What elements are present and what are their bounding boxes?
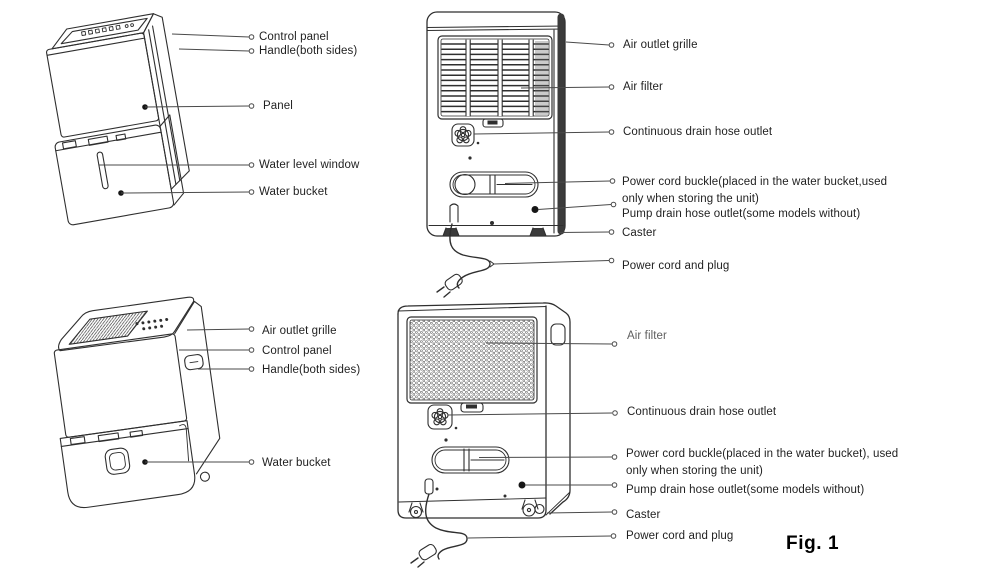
control-panel-strip — [60, 17, 148, 45]
figure-caption: Fig. 1 — [786, 533, 840, 554]
label-power-cord-buckle: Power cord buckle(placed in the water bu… — [622, 176, 888, 205]
side-face — [174, 300, 221, 475]
unit-front-bottom-drawing — [53, 296, 221, 509]
leader-lines — [99, 33, 618, 539]
power-cord-and-plug — [436, 223, 495, 298]
caster-right — [529, 227, 547, 237]
label-power-cord-buckle-2: Power cord buckle(placed in the water bu… — [626, 448, 899, 477]
label-water-bucket-2: Water bucket — [262, 457, 331, 469]
continuous-drain-hose-outlet — [451, 123, 475, 147]
label-water-bucket: Water bucket — [259, 186, 328, 198]
label-caster: Caster — [622, 227, 657, 239]
label-continuous-drain-hose-outlet-2: Continuous drain hose outlet — [627, 406, 777, 418]
water-bucket — [59, 420, 196, 509]
unit-back-bottom-drawing — [397, 302, 571, 568]
power-cord-buckle — [449, 171, 539, 198]
pump-drain-hose-outlet — [518, 481, 526, 489]
label-control-panel: Control panel — [259, 31, 329, 43]
label-continuous-drain-hose-outlet: Continuous drain hose outlet — [623, 126, 773, 138]
water-bucket — [54, 124, 175, 226]
label-air-filter-2: Air filter — [627, 330, 667, 342]
body-outline — [397, 302, 571, 515]
unit-back-top-drawing — [426, 11, 566, 298]
air-outlet-grille — [437, 35, 553, 120]
continuous-drain-hose-outlet — [427, 404, 453, 430]
bucket-handle-button — [104, 447, 131, 475]
caster-left — [408, 502, 424, 519]
label-caster-2: Caster — [626, 509, 661, 521]
water-level-window — [96, 151, 109, 190]
label-pump-drain-hose-outlet-2: Pump drain hose outlet(some models witho… — [626, 484, 865, 496]
caster-right — [521, 499, 545, 517]
power-cord-buckle — [431, 446, 510, 474]
control-panel-buttons — [81, 23, 134, 36]
control-panel-dots — [135, 317, 169, 331]
label-water-level-window: Water level window — [259, 159, 360, 171]
air-filter-visible — [535, 41, 548, 115]
label-power-cord-and-plug: Power cord and plug — [622, 260, 730, 272]
pump-drain-hose-outlet — [531, 206, 539, 213]
label-pump-drain-hose-outlet: Pump drain hose outlet(some models witho… — [622, 208, 861, 220]
unit-front-top-drawing — [46, 13, 190, 226]
label-control-panel-2: Control panel — [262, 345, 332, 357]
grille-ribs — [465, 39, 534, 117]
body-outline — [426, 11, 566, 237]
label-handle-both-sides-2: Handle(both sides) — [262, 364, 361, 376]
caster — [199, 471, 211, 482]
label-handle-both-sides: Handle(both sides) — [259, 45, 358, 57]
front-panel — [46, 32, 160, 138]
air-outlet-grille — [68, 310, 148, 345]
side-edge-shade — [557, 13, 565, 235]
air-filter — [406, 316, 538, 404]
handle — [550, 323, 566, 346]
handle — [184, 354, 204, 371]
label-air-outlet-grille-2: Air outlet grille — [262, 325, 337, 337]
label-panel: Panel — [263, 100, 293, 112]
label-air-outlet-grille: Air outlet grille — [623, 39, 698, 51]
label-air-filter: Air filter — [623, 81, 663, 93]
label-power-cord-and-plug-2: Power cord and plug — [626, 530, 734, 542]
power-cord-and-plug — [410, 493, 468, 568]
